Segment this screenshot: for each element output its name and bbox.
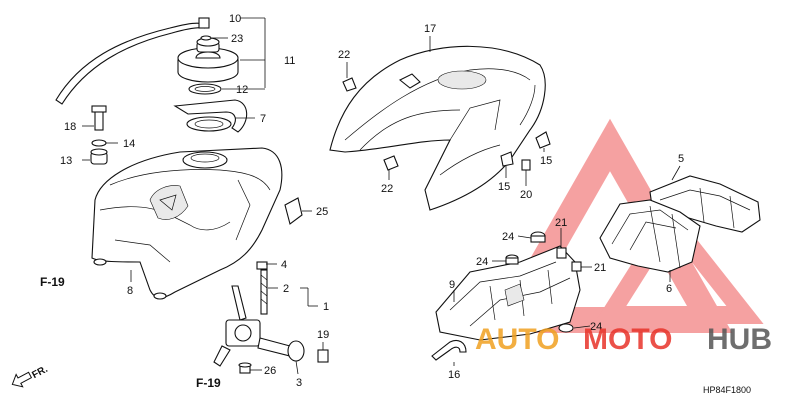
callout-23: 23 <box>231 33 243 45</box>
fuel-valve <box>213 285 305 367</box>
callout-13: 13 <box>60 155 72 167</box>
grommet-upper <box>535 131 551 149</box>
callout-6: 6 <box>666 283 672 295</box>
tube-o-ring <box>200 35 212 41</box>
callout-14: 14 <box>123 138 135 150</box>
callout-18: 18 <box>64 121 76 133</box>
grommet-lower <box>500 151 514 167</box>
callout-4: 4 <box>281 259 287 271</box>
callout-21-lower: 21 <box>594 262 606 274</box>
callout-12: 12 <box>236 84 248 96</box>
callout-19: 19 <box>317 329 329 341</box>
watermark-triangle-right <box>593 204 764 324</box>
shroud-clip <box>342 77 357 92</box>
front-arrow: FR. <box>11 364 50 388</box>
grommet-24b <box>505 254 519 265</box>
watermark-text: AUTO MOTO HUB <box>475 323 772 356</box>
callout-22-lower: 22 <box>381 183 393 195</box>
cap-guard <box>173 99 248 133</box>
valve-bolt <box>238 362 252 374</box>
callout-17: 17 <box>424 23 436 35</box>
mount-bolt <box>91 105 107 131</box>
callout-22-upper: 22 <box>338 49 350 61</box>
callout-24-lower: 24 <box>590 321 602 333</box>
callout-7: 7 <box>260 113 266 125</box>
fuel-cap <box>177 37 239 83</box>
callout-5: 5 <box>678 153 684 165</box>
watermark-hub: HUB <box>707 323 772 356</box>
washer <box>91 139 107 147</box>
diagram-code: HP84F1800 <box>703 385 751 395</box>
callout-24-upper: 24 <box>502 231 514 243</box>
watermark-auto: AUTO <box>475 323 559 356</box>
cap-gasket <box>188 83 222 95</box>
callout-24-middle: 24 <box>476 256 488 268</box>
callout-15-lower: 15 <box>498 181 510 193</box>
callout-10: 10 <box>229 13 241 25</box>
tube-clip <box>198 17 210 29</box>
collar-21b <box>571 261 582 272</box>
front-arrow-icon <box>11 371 33 388</box>
under-cover <box>435 245 581 341</box>
callout-11: 11 <box>284 55 295 67</box>
stay-bracket <box>431 339 467 361</box>
collar-21a <box>556 247 567 259</box>
callout-2: 2 <box>283 283 289 295</box>
callout-25: 25 <box>316 206 328 218</box>
callout-labels: 10 23 11 12 7 18 14 13 25 8 4 2 1 19 26 … <box>60 13 684 389</box>
callout-1: 1 <box>323 301 329 313</box>
callout-9: 9 <box>449 279 455 291</box>
grommet-24a <box>530 231 546 243</box>
fuel-tank <box>91 147 283 300</box>
callout-20: 20 <box>520 189 532 201</box>
mount-rubber <box>90 148 108 165</box>
reference-f19-bottom: F-19 <box>196 376 221 390</box>
tank-shroud <box>329 45 546 211</box>
tank-bracket <box>284 197 303 225</box>
valve-clip <box>317 349 329 363</box>
reference-f19-left: F-19 <box>40 275 65 289</box>
callout-3: 3 <box>296 377 302 389</box>
collar <box>521 159 531 171</box>
watermark-moto: MOTO <box>583 323 672 356</box>
callout-26: 26 <box>264 365 276 377</box>
grommet-24c <box>558 323 574 333</box>
front-label: FR. <box>30 364 50 381</box>
callout-21-upper: 21 <box>555 217 567 229</box>
callout-8: 8 <box>127 285 133 297</box>
leader-lines <box>82 17 681 375</box>
valve-screen <box>256 261 268 315</box>
callout-15-upper: 15 <box>540 155 552 167</box>
callout-16: 16 <box>448 369 460 381</box>
heat-guard <box>599 199 701 273</box>
shroud-clip-lower <box>383 155 399 171</box>
